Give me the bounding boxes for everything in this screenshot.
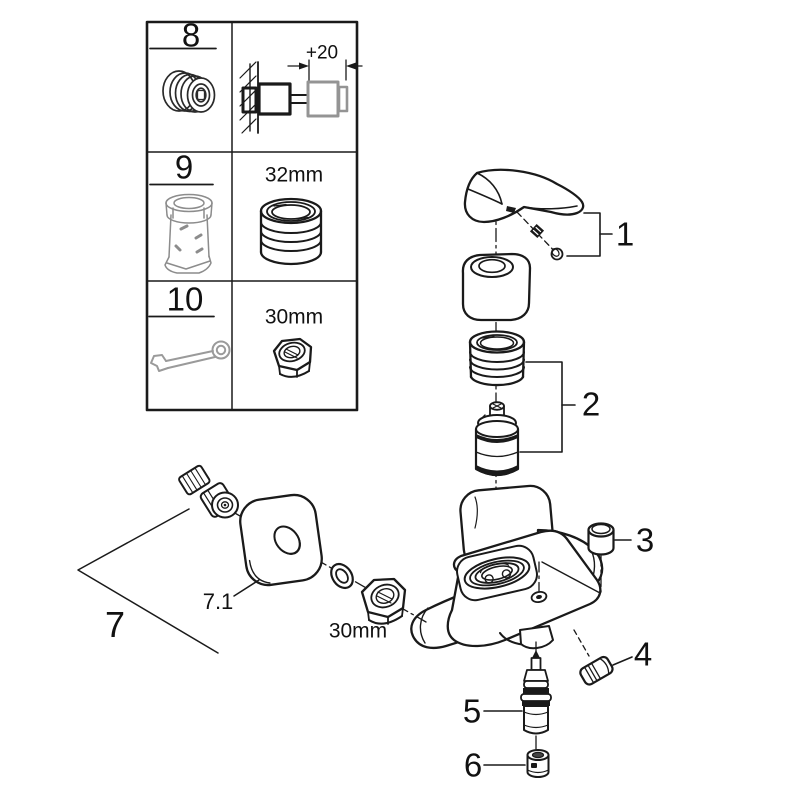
size-label-30mm: 30mm — [264, 305, 324, 329]
callout-1-leader — [566, 212, 613, 257]
wall-installation-diagram-icon — [239, 59, 363, 134]
aerator-hole — [530, 590, 548, 604]
size-label-32mm: 32mm — [264, 163, 324, 187]
tool-number-10: 10 — [166, 280, 204, 318]
callout-5: 5 — [462, 692, 482, 730]
cartridge-seat — [456, 544, 538, 602]
open-end-wrench-icon — [150, 340, 231, 372]
handle-cap — [461, 252, 532, 322]
hex-nut-icon — [272, 337, 313, 378]
callout-4: 4 — [633, 635, 653, 673]
union-nut — [360, 577, 407, 625]
handle-screw-set — [516, 211, 564, 261]
mixer-body — [410, 484, 604, 650]
tool-number-8: 8 — [181, 16, 201, 54]
wall-escutcheon — [239, 493, 323, 587]
nut-size-label: 30mm — [328, 619, 388, 643]
dimension-label-plus20: +20 — [305, 42, 339, 64]
diverter-knob-4 — [573, 629, 633, 686]
diverter-boss — [519, 625, 554, 650]
check-valve-6 — [526, 749, 550, 778]
grub-screw — [529, 223, 545, 239]
callout-7-1: 7.1 — [202, 589, 234, 614]
callout-1: 1 — [615, 215, 635, 253]
cartridge — [474, 401, 520, 477]
callout-2: 2 — [581, 385, 601, 423]
s-union — [178, 464, 239, 519]
callout-2-leader — [519, 361, 576, 453]
lever-handle — [463, 168, 585, 224]
dimension-plus20 — [287, 59, 363, 81]
callout-7-1-leader — [233, 579, 260, 597]
callout-6: 6 — [463, 746, 483, 784]
plug-screw-3 — [538, 522, 632, 594]
callout-7-leader — [77, 508, 219, 654]
washer — [330, 562, 354, 590]
wall-extension-adapter-icon — [162, 70, 216, 113]
socket-tool-icon — [164, 193, 213, 274]
handle-plug — [550, 247, 564, 261]
tool-number-9: 9 — [174, 148, 194, 186]
callout-3: 3 — [635, 521, 655, 559]
handle-screw-hole — [506, 206, 516, 213]
retaining-ring — [468, 330, 526, 387]
diverter-cartridge-5 — [520, 650, 552, 735]
threaded-bushing-icon — [259, 197, 323, 266]
callout-7: 7 — [104, 604, 126, 645]
